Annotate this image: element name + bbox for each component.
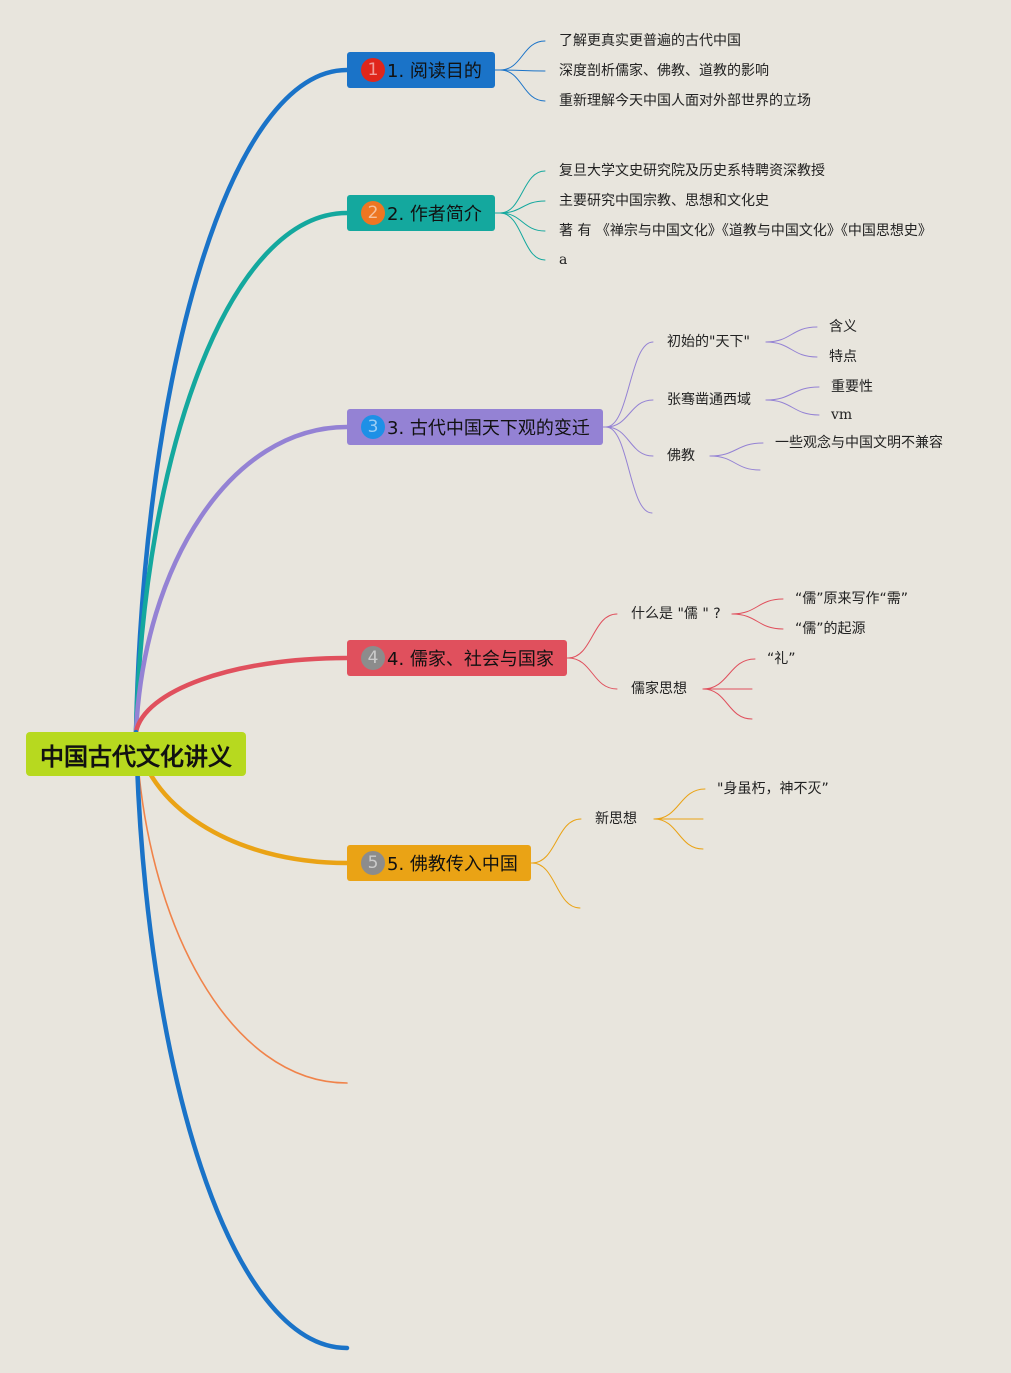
child-topic[interactable]: 什么是 "儒 " ? [631, 606, 721, 622]
branch-connector-3 [133, 424, 350, 735]
grandchild-topic[interactable]: 一些观念与中国文明不兼容 [775, 435, 943, 451]
child-connector [605, 341, 654, 428]
child-topic[interactable]: 初始的"天下" [667, 334, 750, 350]
branch-connector-1 [133, 67, 350, 735]
grandchild-connector [702, 688, 753, 720]
child-connector [499, 40, 546, 71]
child-connector [499, 69, 546, 72]
number-badge-icon: 2 [361, 201, 385, 225]
grandchild-connector [765, 386, 820, 401]
number-badge-icon: 4 [361, 646, 385, 670]
grandchild-topic[interactable]: vm [831, 407, 853, 423]
grandchild-connector [702, 658, 756, 690]
child-connector [605, 426, 653, 514]
child-topic[interactable]: 著 有 《禅宗与中国文化》《道教与中国文化》《中国思想史》 [559, 223, 932, 239]
child-topic[interactable]: 儒家思想 [631, 681, 687, 697]
grandchild-connector [709, 442, 764, 457]
child-connector [531, 862, 581, 909]
grandchild-connector [653, 818, 704, 850]
child-connector [567, 657, 618, 690]
child-connector [499, 200, 546, 214]
branch-label: 3. 古代中国天下观的变迁 [387, 418, 590, 439]
grandchild-topic[interactable]: “礼” [767, 651, 796, 667]
child-topic[interactable]: a [559, 252, 568, 268]
child-connector [605, 426, 654, 457]
root-topic[interactable]: 中国古代文化讲义 [26, 732, 246, 776]
child-connector [531, 818, 582, 864]
grandchild-topic[interactable]: 特点 [829, 349, 857, 365]
branch-connector-4 [133, 655, 350, 735]
empty-branch-connector-2 [133, 729, 350, 1351]
child-topic[interactable]: 新思想 [595, 811, 637, 827]
child-connector [499, 69, 546, 102]
grandchild-topic[interactable]: "身虽朽，神不灭” [717, 781, 829, 797]
grandchild-connector [731, 613, 784, 630]
child-topic[interactable]: 了解更真实更普遍的古代中国 [559, 33, 741, 49]
child-topic[interactable]: 佛教 [667, 448, 695, 464]
branch-label: 1. 阅读目的 [387, 61, 482, 82]
child-topic[interactable]: 重新理解今天中国人面对外部世界的立场 [559, 93, 811, 109]
child-connector [499, 170, 546, 214]
grandchild-topic[interactable]: “儒”的起源 [795, 621, 866, 637]
empty-branch-connector-1 [135, 731, 348, 1084]
number-badge-icon: 5 [361, 851, 385, 875]
grandchild-connector [765, 341, 818, 358]
grandchild-connector [653, 788, 706, 820]
branch-label: 5. 佛教传入中国 [387, 854, 518, 875]
child-connector [499, 212, 546, 261]
grandchild-connector [765, 326, 818, 343]
grandchild-connector [731, 598, 784, 615]
root-title: 中国古代文化讲义 [40, 742, 232, 771]
grandchild-topic[interactable]: 重要性 [831, 379, 873, 395]
child-topic[interactable]: 主要研究中国宗教、思想和文化史 [559, 193, 769, 209]
grandchild-connector [765, 399, 820, 416]
child-topic[interactable]: 复旦大学文史研究院及历史系特聘资深教授 [559, 163, 825, 179]
child-topic[interactable]: 张骞凿通西域 [667, 392, 751, 408]
child-connector [605, 399, 654, 428]
grandchild-topic[interactable]: 含义 [829, 319, 857, 335]
number-badge-icon: 1 [361, 58, 385, 82]
branch-connector-2 [133, 210, 350, 735]
branch-label: 4. 儒家、社会与国家 [387, 649, 554, 670]
number-badge-icon: 3 [361, 415, 385, 439]
child-connector [499, 212, 546, 232]
grandchild-connector [709, 455, 761, 471]
grandchild-topic[interactable]: “儒”原来写作“需” [795, 591, 909, 607]
branch-label: 2. 作者简介 [387, 204, 482, 225]
child-topic[interactable]: 深度剖析儒家、佛教、道教的影响 [559, 63, 769, 79]
child-connector [567, 613, 618, 659]
